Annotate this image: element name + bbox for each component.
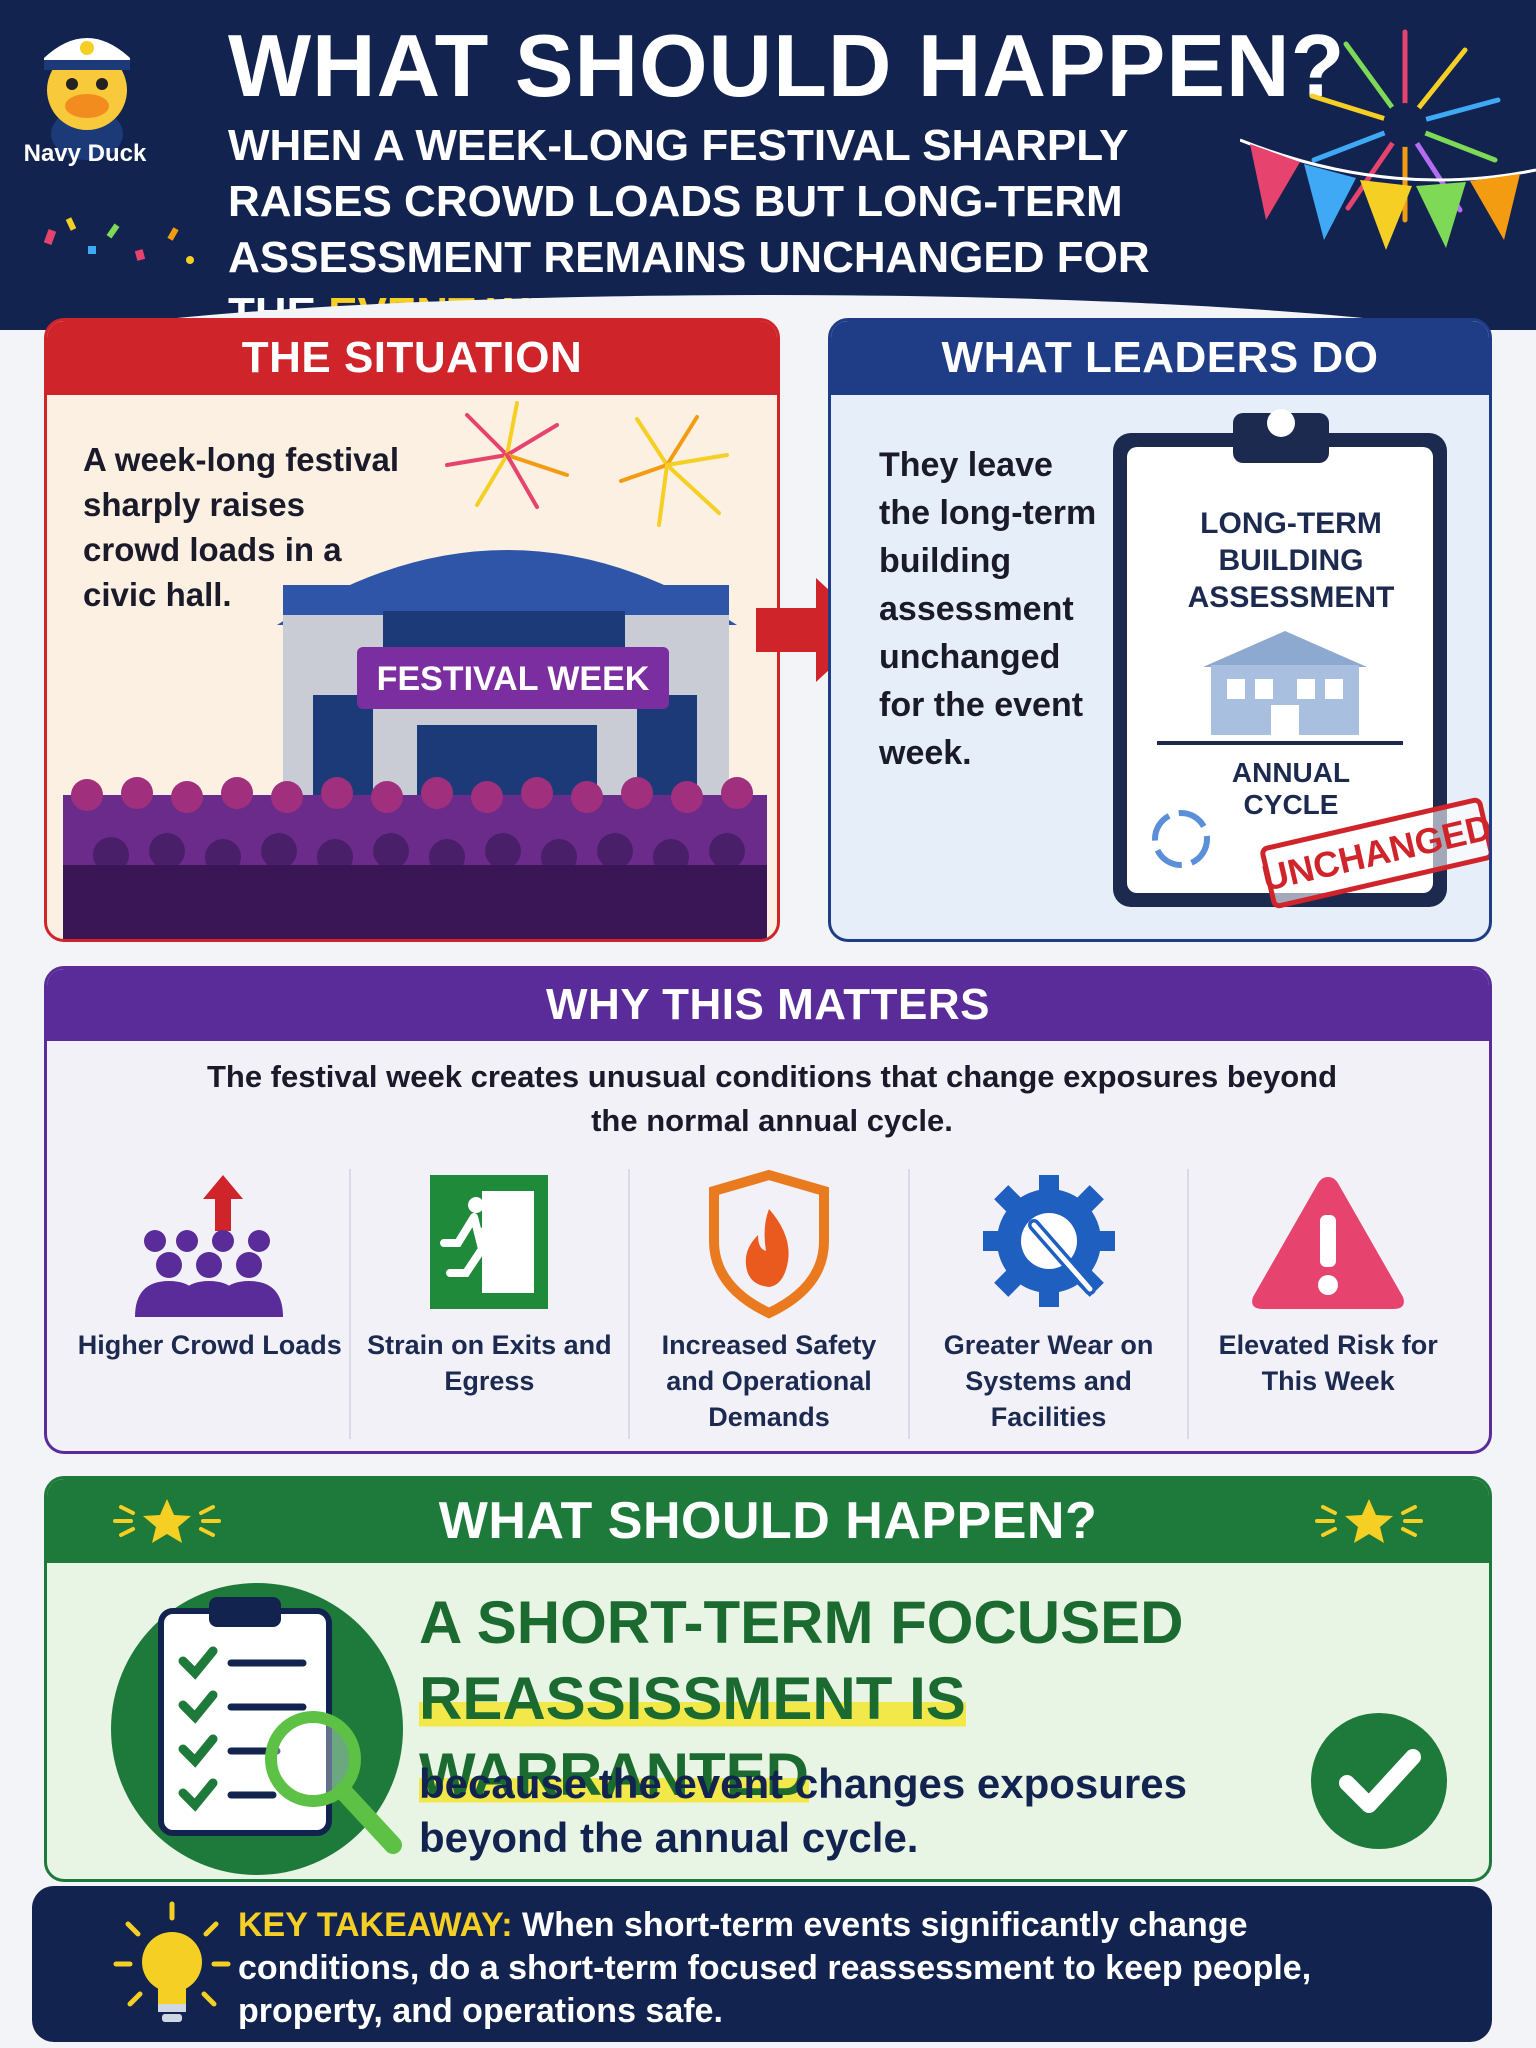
checklist-magnifier-icon	[111, 1583, 403, 1875]
why-card: WHY THIS MATTERS The festival week creat…	[44, 966, 1492, 1454]
firework-burst-left	[445, 401, 569, 509]
clipboard-icon	[1113, 409, 1447, 907]
key-takeaway-label: KEY TAKEAWAY:	[238, 1906, 513, 1944]
why-label: Higher Crowd Loads	[77, 1330, 342, 1360]
checkmark-icon	[1311, 1713, 1447, 1849]
mascot-name: Navy Duck	[23, 140, 147, 167]
star-icon	[113, 1499, 221, 1543]
warning-icon	[1252, 1177, 1405, 1309]
clipboard-title: LONG-TERM BUILDING ASSESSMENT	[1187, 507, 1395, 614]
festival-hall-illustration: FESTIVAL WEEK	[63, 401, 767, 939]
fireworks-icon	[1309, 29, 1501, 223]
navy-duck-mascot-icon	[44, 38, 130, 160]
situation-card: THE SITUATION	[44, 318, 780, 942]
confetti-icon	[43, 217, 194, 264]
leaders-heading: WHAT LEADERS DO	[831, 321, 1489, 395]
why-label: Increased Safety and Operational Demands	[661, 1330, 877, 1432]
crowd-silhouettes	[63, 777, 767, 939]
why-item-exits: Strain on Exits and Egress	[351, 1169, 631, 1439]
festival-banner: FESTIVAL WEEK	[377, 660, 650, 698]
star-icon	[1315, 1499, 1423, 1543]
why-label: Elevated Risk for This Week	[1218, 1330, 1438, 1396]
happen-heading: WHAT SHOULD HAPPEN?	[47, 1479, 1489, 1563]
header-banner: Navy Duck WHAT SHOULD HAPPEN? WHEN A WEE…	[0, 0, 1536, 330]
gear-wrench-icon	[982, 1175, 1115, 1307]
why-heading: WHY THIS MATTERS	[47, 969, 1489, 1041]
why-items: Higher Crowd Loads Strain on Exits and E…	[71, 1169, 1467, 1439]
clipboard-cycle: ANNUAL CYCLE	[1231, 757, 1351, 820]
crowd-up-icon	[134, 1175, 283, 1317]
why-text: The festival week creates unusual condit…	[206, 1059, 1338, 1138]
lightbulb-icon	[113, 1901, 231, 2022]
firework-burst-right	[619, 415, 729, 527]
happen-headline: A SHORT-TERM FOCUSED REASSISSMENT IS WAR…	[419, 1585, 1359, 1813]
key-takeaway-body: When short-term events significantly cha…	[238, 1906, 1312, 2030]
why-label: Strain on Exits and Egress	[367, 1330, 612, 1396]
situation-text: A week-long festival sharply raises crow…	[83, 441, 400, 613]
bunting-flags-icon	[1240, 138, 1536, 250]
happen-reason: because the event changes exposures beyo…	[419, 1760, 1187, 1861]
why-item-wear: Greater Wear on Systems and Facilities	[910, 1169, 1190, 1439]
leaders-card: WHAT LEADERS DO They leave the long-term…	[828, 318, 1492, 942]
situation-heading: THE SITUATION	[47, 321, 777, 395]
why-item-risk: Elevated Risk for This Week	[1189, 1169, 1467, 1439]
happen-headline-line1: A SHORT-TERM FOCUSED	[419, 1589, 1184, 1656]
key-takeaway-card: KEY TAKEAWAY: When short-term events sig…	[32, 1886, 1492, 2042]
why-label: Greater Wear on Systems and Facilities	[943, 1330, 1154, 1432]
why-item-crowd: Higher Crowd Loads	[71, 1169, 351, 1439]
why-item-safety: Increased Safety and Operational Demands	[630, 1169, 910, 1439]
page-title: WHAT SHOULD HAPPEN?	[228, 16, 1346, 115]
happen-card: WHAT SHOULD HAPPEN? A SHORT-TERM FOCUSED…	[44, 1476, 1492, 1882]
fire-shield-icon	[708, 1169, 829, 1319]
key-takeaway-text: KEY TAKEAWAY: When short-term events sig…	[238, 1904, 1438, 2033]
exit-sign-icon	[430, 1175, 549, 1309]
leaders-text: They leave the long-term building assess…	[879, 446, 1097, 772]
